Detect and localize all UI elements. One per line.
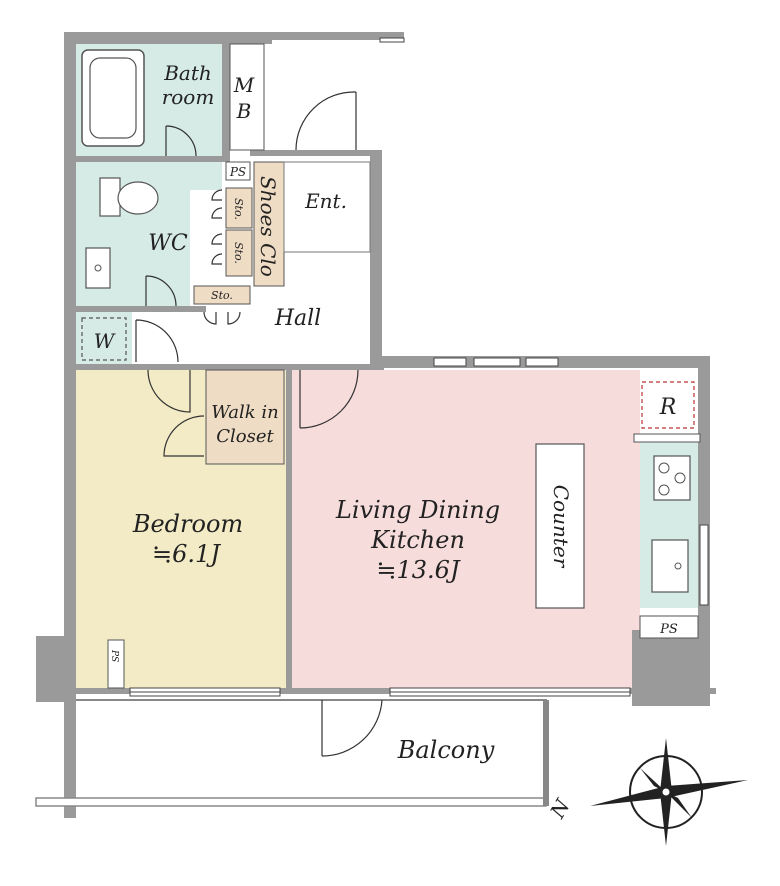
entrance-door[interactable] bbox=[295, 91, 357, 151]
stove-icon bbox=[653, 455, 691, 501]
ps-kitchen-box bbox=[639, 615, 699, 639]
bathtub bbox=[81, 49, 145, 147]
entrance-area bbox=[283, 161, 371, 253]
ldk-label-1: Living Dining bbox=[335, 496, 500, 524]
ldk-size: ≒13.6J bbox=[376, 556, 461, 584]
bathroom-door[interactable] bbox=[165, 125, 197, 157]
washer-box bbox=[81, 317, 127, 361]
storage-doors[interactable] bbox=[211, 189, 223, 265]
window-entrance bbox=[379, 37, 405, 43]
walk-in-label-1: Walk in bbox=[211, 402, 278, 423]
ps-bedroom-box bbox=[107, 639, 125, 689]
bedroom-door[interactable] bbox=[147, 369, 191, 413]
window-living-top bbox=[433, 357, 559, 367]
wc-door[interactable] bbox=[145, 275, 177, 307]
ps-top-label: PS bbox=[229, 165, 246, 179]
storage-2 bbox=[225, 229, 253, 277]
shoes-closet-label: Shoes Clo bbox=[256, 176, 280, 277]
storage-1 bbox=[225, 187, 253, 229]
kitchen-sink-icon bbox=[651, 539, 689, 593]
ps-top-box bbox=[225, 161, 251, 181]
mb-label-1: M bbox=[233, 73, 255, 97]
storage-3-label: Sto. bbox=[211, 289, 233, 302]
mb-closet bbox=[229, 43, 265, 151]
hall-label: Hall bbox=[274, 306, 321, 331]
living-area bbox=[290, 370, 640, 688]
mb-label-2: B bbox=[236, 99, 252, 123]
storage-2-label: Sto. bbox=[232, 242, 245, 264]
living-door[interactable] bbox=[299, 369, 359, 429]
north-label: N bbox=[545, 794, 576, 823]
walk-in-closet bbox=[205, 369, 285, 465]
bathroom-label-2: room bbox=[162, 85, 215, 109]
closet-door[interactable] bbox=[163, 415, 205, 457]
ps-kitchen-label: PS bbox=[659, 622, 678, 637]
entrance-label: Ent. bbox=[304, 189, 347, 213]
bedroom-size: ≒6.1J bbox=[152, 540, 221, 568]
bathroom-label-1: Bath bbox=[163, 61, 212, 85]
window-bedroom bbox=[129, 687, 281, 697]
balcony bbox=[35, 699, 549, 807]
wc-sink-icon bbox=[85, 247, 111, 289]
storage-3-doors[interactable] bbox=[203, 311, 241, 325]
washroom-door[interactable] bbox=[135, 319, 179, 363]
toilet-icon bbox=[99, 177, 159, 217]
counter-label: Counter bbox=[549, 485, 573, 569]
bedroom-label: Bedroom bbox=[132, 510, 243, 538]
window-kitchen-side bbox=[699, 524, 709, 606]
balcony-door[interactable] bbox=[321, 699, 383, 757]
ps-bedroom-label: PS bbox=[109, 649, 119, 662]
ldk-label-2: Kitchen bbox=[370, 526, 465, 554]
walk-in-label-2: Closet bbox=[216, 426, 274, 447]
refrigerator-label: R bbox=[659, 395, 677, 420]
storage-1-label: Sto. bbox=[232, 198, 245, 220]
balcony-label: Balcony bbox=[397, 736, 495, 764]
washer-label: W bbox=[94, 329, 116, 353]
storage-3 bbox=[193, 285, 251, 305]
window-living bbox=[389, 687, 631, 697]
kitchen-counter-top bbox=[633, 433, 701, 443]
wc-label: WC bbox=[148, 231, 188, 256]
compass-icon bbox=[590, 738, 748, 846]
counter-box bbox=[535, 443, 585, 609]
washer-area bbox=[76, 312, 132, 366]
